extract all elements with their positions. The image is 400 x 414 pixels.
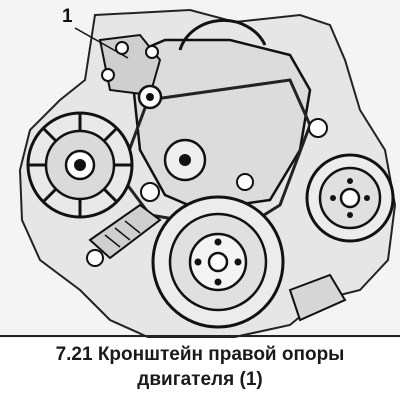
callout-number: 1: [62, 6, 73, 27]
caption-line-1: 7.21 Кронштейн правой опоры: [55, 344, 345, 365]
engine-drawing-icon: [0, 0, 400, 339]
caption-line-2: двигателя (1): [137, 369, 263, 390]
figure-caption: 7.21 Кронштейн правой опоры двигателя (1…: [0, 342, 400, 392]
engine-illustration: 1: [0, 0, 400, 339]
